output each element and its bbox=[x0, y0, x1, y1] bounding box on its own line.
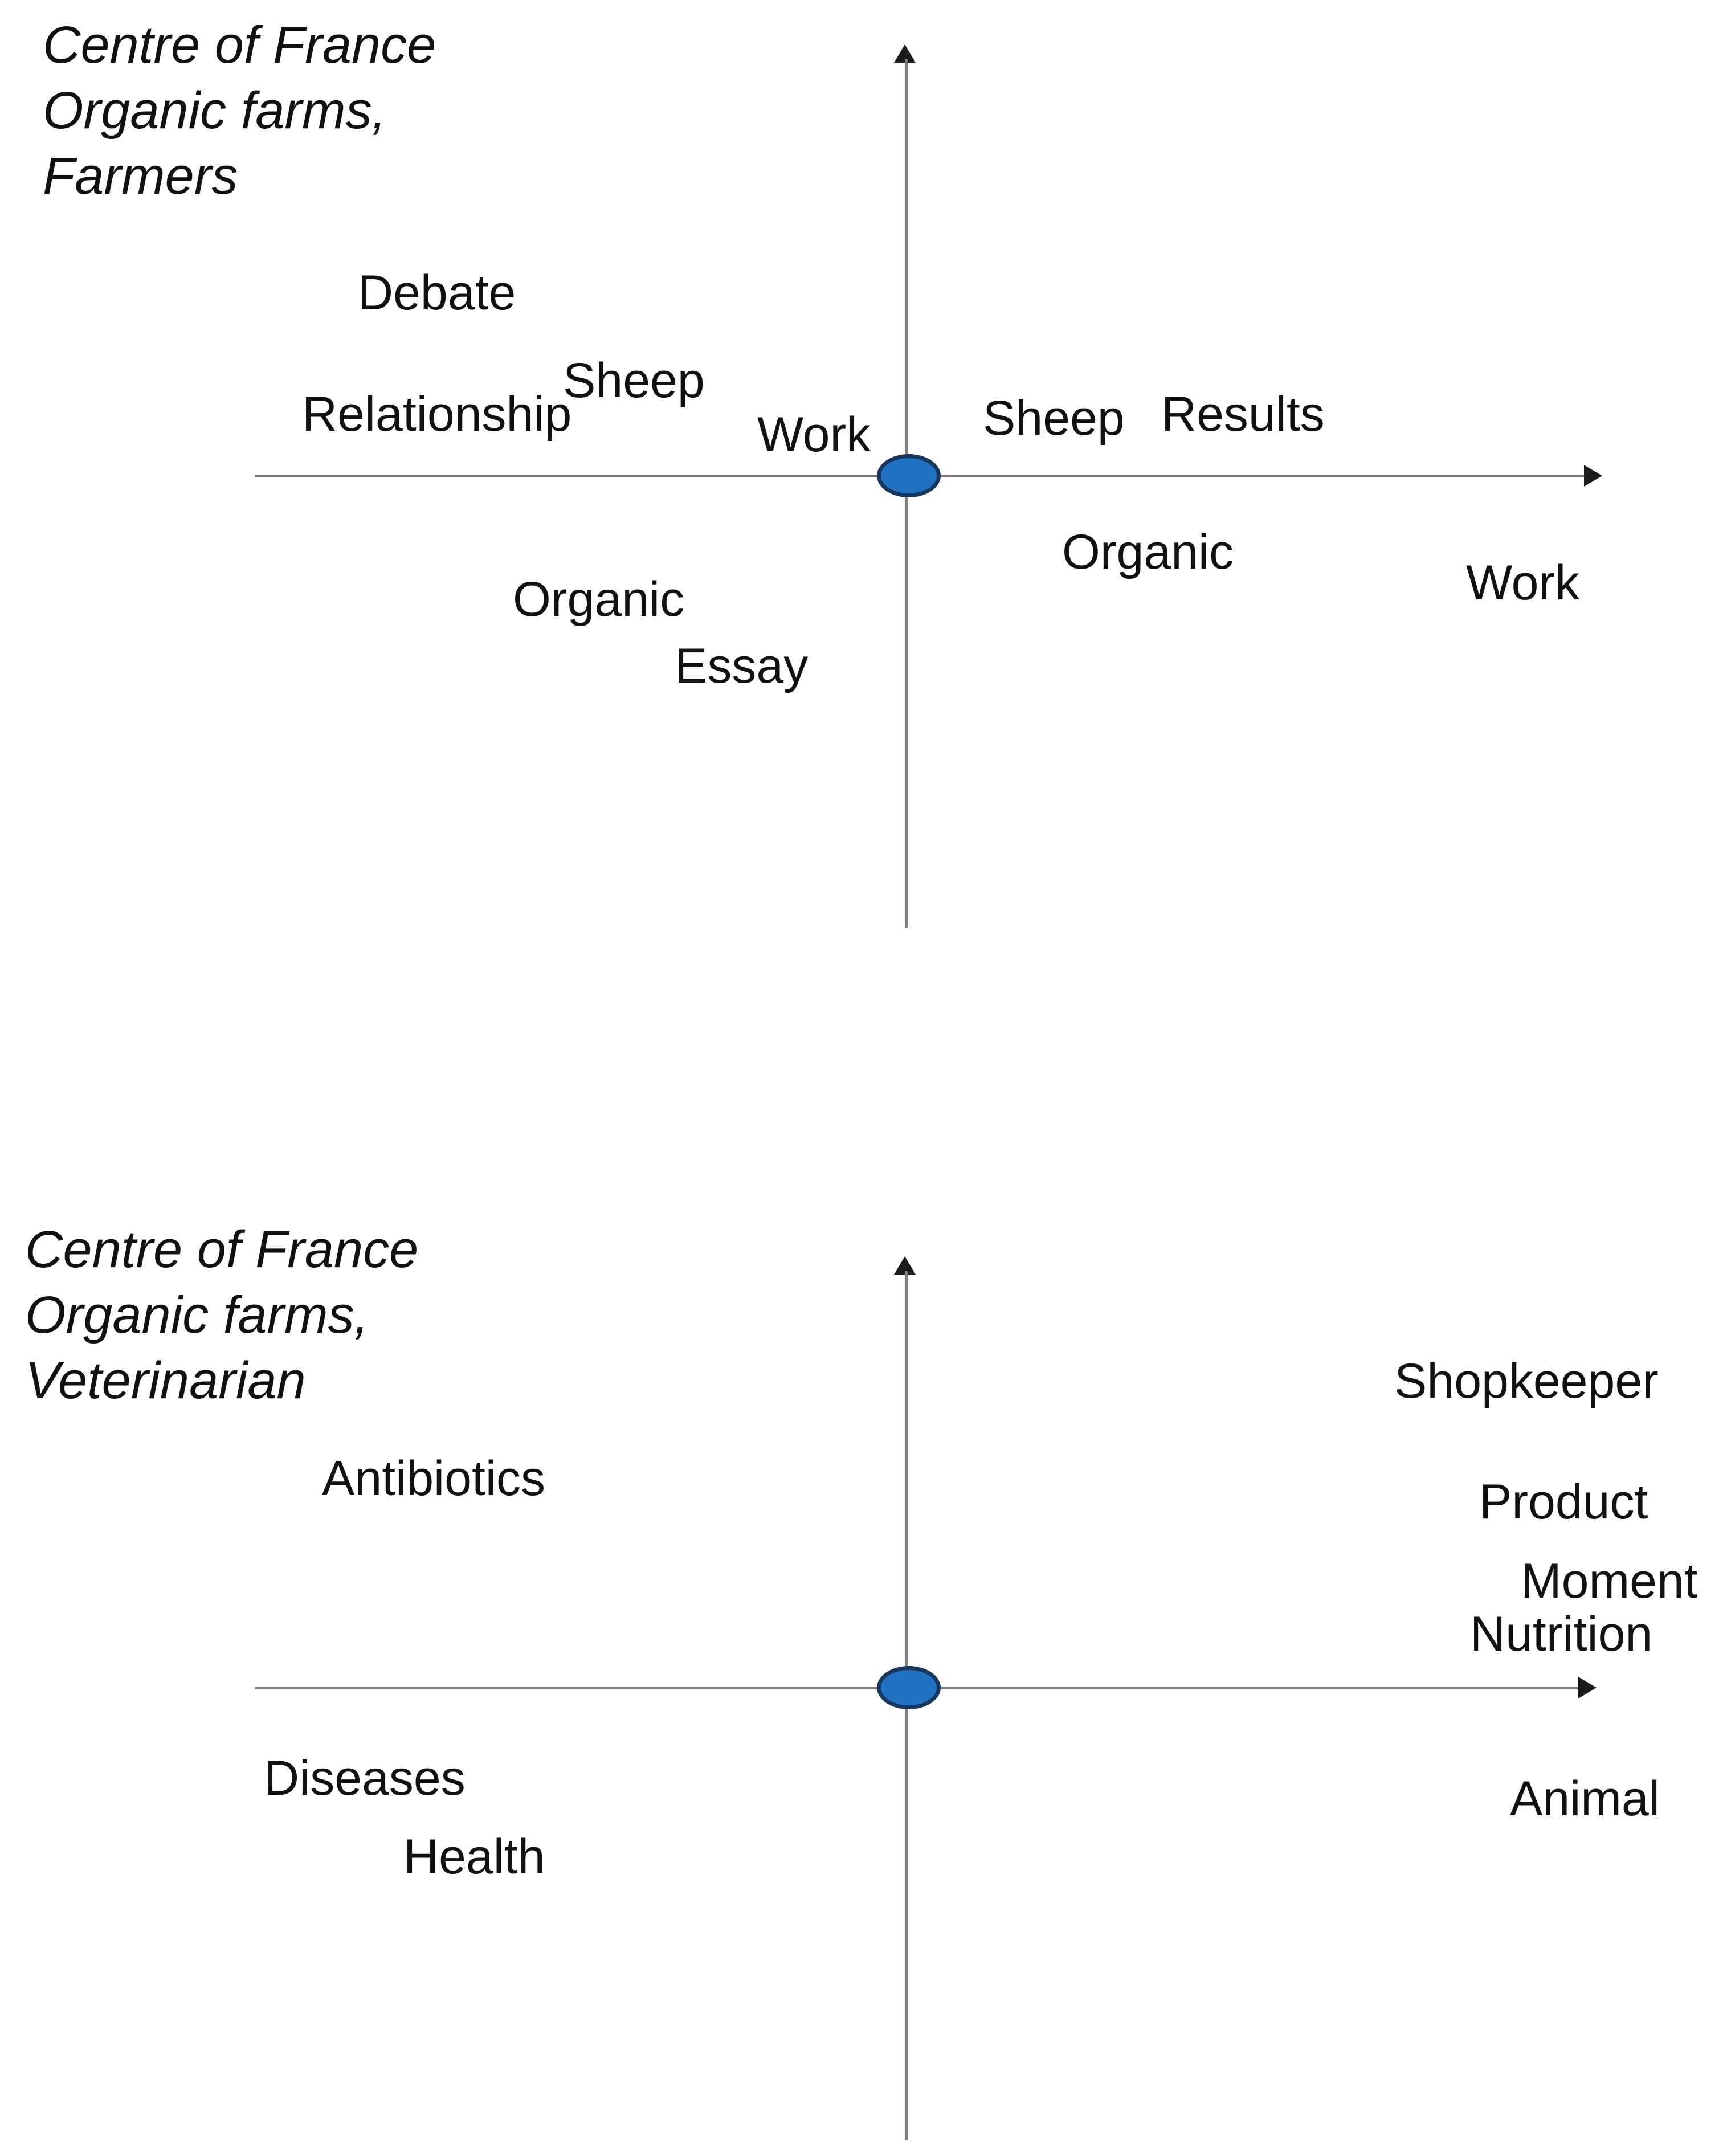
quadrant-label: Diseases bbox=[264, 1751, 466, 1806]
quadrant-label: Shopkeeper bbox=[1394, 1354, 1659, 1408]
quadrant-label: Results bbox=[1161, 387, 1325, 442]
quadrant-label: Work bbox=[1466, 556, 1580, 610]
quadrant-label: Product bbox=[1479, 1475, 1648, 1529]
quadrant-label: Essay bbox=[675, 639, 809, 693]
quadrant-label: Relationship bbox=[302, 387, 572, 442]
quadrant-label: Health bbox=[403, 1830, 545, 1884]
chart-title-veterinarian: Centre of France Organic farms, Veterina… bbox=[25, 1217, 418, 1414]
quadrant-label: Antibiotics bbox=[322, 1451, 545, 1506]
quadrant-label: Organic bbox=[513, 572, 685, 627]
chart-title-line: Veterinarian bbox=[25, 1351, 306, 1410]
x-axis-arrowhead-icon bbox=[1578, 1677, 1597, 1698]
quadrant-label: Nutrition bbox=[1470, 1607, 1653, 1661]
x-axis-arrowhead-icon bbox=[1584, 465, 1602, 487]
origin-ellipse bbox=[877, 454, 941, 497]
quadrant-label: Sheep bbox=[983, 391, 1125, 446]
quadrant-label: Sheep bbox=[563, 353, 705, 408]
quadrant-label: Work bbox=[757, 407, 871, 462]
quadrant-label: Animal bbox=[1510, 1771, 1660, 1826]
chart-title-line: Organic farms, bbox=[43, 81, 387, 140]
chart-title-line: Farmers bbox=[43, 147, 238, 205]
origin-ellipse bbox=[877, 1666, 941, 1709]
chart-title-farmers: Centre of France Organic farms, Farmers bbox=[43, 13, 436, 209]
chart-title-line: Organic farms, bbox=[25, 1286, 369, 1344]
quadrant-label: Debate bbox=[358, 266, 516, 320]
quadrant-label: Moment bbox=[1521, 1554, 1698, 1608]
chart-title-line: Centre of France bbox=[25, 1220, 419, 1279]
quadrant-label: Organic bbox=[1062, 525, 1234, 579]
chart-title-line: Centre of France bbox=[43, 16, 436, 74]
